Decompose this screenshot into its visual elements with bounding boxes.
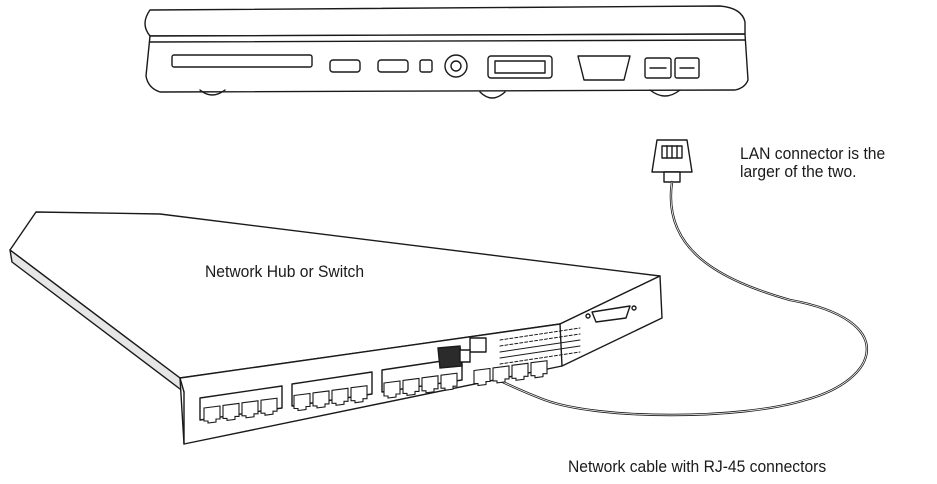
hub-port — [473, 367, 491, 387]
rj45-connector-hub — [437, 345, 471, 369]
lan-note-line-2: larger of the two. — [740, 162, 857, 181]
hub-port — [241, 400, 259, 419]
hub-port — [222, 402, 240, 422]
cable-label: Network cable with RJ-45 connectors — [568, 457, 827, 476]
rj45-connector-top — [651, 139, 693, 183]
hub-port — [492, 365, 510, 384]
hub-port — [530, 360, 548, 379]
hub-port — [383, 380, 401, 399]
hub-port — [203, 405, 221, 424]
hub-port — [402, 377, 420, 397]
lan-connector-note: LAN connector is the larger of the two. — [740, 145, 885, 181]
hub-port — [440, 372, 458, 391]
hub-serial-port — [591, 305, 631, 323]
network-hub-switch — [9, 211, 663, 445]
pc-card-slot — [171, 54, 313, 68]
hub-port — [331, 387, 349, 406]
laptop-side-view — [144, 5, 749, 99]
hub-port — [350, 385, 368, 404]
hub-port — [421, 375, 439, 394]
usb-port — [329, 59, 361, 73]
hub-port — [293, 392, 311, 412]
hub-port-groups — [203, 360, 548, 424]
dvi-port — [487, 55, 553, 79]
lan-note-line-1: LAN connector is the — [740, 144, 886, 163]
svideo-port — [444, 54, 468, 78]
vga-port — [577, 55, 631, 81]
hub-label: Network Hub or Switch — [205, 262, 365, 281]
hub-port — [312, 390, 330, 409]
usb-port — [377, 59, 409, 73]
laptop-modem-port — [674, 57, 700, 79]
laptop-feet — [199, 89, 681, 99]
hub-port — [260, 397, 278, 416]
laptop-base — [145, 33, 749, 93]
hub-vent-grid — [499, 327, 581, 365]
hub-port — [511, 362, 529, 381]
firewire-port — [419, 59, 433, 73]
laptop-lid — [144, 5, 746, 37]
laptop-lan-port — [644, 57, 672, 79]
